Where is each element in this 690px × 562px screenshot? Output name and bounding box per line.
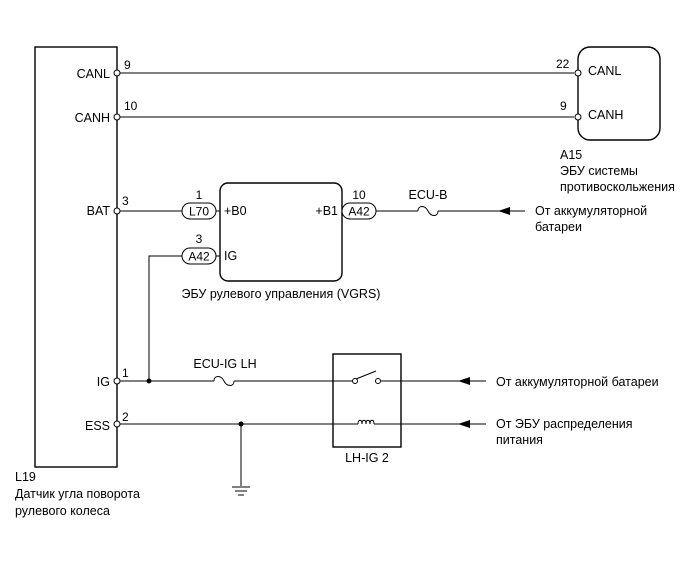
sensor-pin-canh-number: 10 <box>124 99 138 113</box>
skid-ecu-canh-terminal <box>574 113 582 121</box>
sensor-canh-terminal <box>113 113 121 121</box>
connector-l70-pin: 1 <box>196 188 203 202</box>
sensor-code: L19 <box>15 470 36 484</box>
skid-ecu-code: A15 <box>560 148 582 162</box>
sensor-bat-terminal <box>113 207 121 215</box>
battery-ig-arrow-icon <box>458 377 470 385</box>
ecu-b-fuse-label: ECU-B <box>409 188 448 202</box>
sensor-pin-ig-label: IG <box>97 375 110 389</box>
skid-control-ecu-box <box>577 46 661 141</box>
vgrs-ecu-name: ЭБУ рулевого управления (VGRS) <box>182 287 381 301</box>
relay-label: LH-IG 2 <box>345 451 389 465</box>
connector-a42-ig-label: A42 <box>188 250 210 264</box>
ecu-ig-lh-fuse-icon <box>213 376 235 386</box>
relay-contact-left <box>352 378 358 384</box>
skid-ecu-name-line2: противоскольжения <box>560 180 675 194</box>
sensor-pin-bat-number: 3 <box>122 194 129 208</box>
vgrs-pin-ig: IG <box>224 249 237 263</box>
skid-ecu-canl-terminal <box>574 69 582 77</box>
ig-junction <box>146 378 152 384</box>
battery-source-line2: батареи <box>535 220 582 234</box>
ess-source-line1: От ЭБУ распределения <box>496 417 633 431</box>
sensor-pin-canl-label: CANL <box>77 67 110 81</box>
sensor-pin-ig-number: 1 <box>122 366 129 380</box>
battery-arrow-icon <box>498 207 510 215</box>
ess-source-line2: питания <box>496 433 543 447</box>
sensor-pin-bat-label: BAT <box>87 204 111 218</box>
battery-ig-source: От аккумуляторной батареи <box>496 375 659 389</box>
sensor-name-line2: рулевого колеса <box>15 504 110 518</box>
sensor-pin-canl-number: 9 <box>124 58 131 72</box>
skid-ecu-pin-canh-label: CANH <box>588 108 623 122</box>
skid-ecu-pin-canh-number: 9 <box>560 99 567 113</box>
ecu-b-fuse-icon <box>417 206 439 216</box>
connector-a42-b1-pin: 10 <box>352 188 366 202</box>
skid-ecu-name-line1: ЭБУ системы <box>560 164 638 178</box>
sensor-pin-ess-label: ESS <box>85 419 110 433</box>
steering-angle-sensor-box <box>34 46 118 468</box>
relay-lh-ig2-box <box>332 353 402 448</box>
ess-arrow-icon <box>458 420 470 428</box>
vgrs-ecu-box <box>219 182 343 282</box>
sensor-pin-canh-label: CANH <box>75 111 110 125</box>
vgrs-pin-b0: +B0 <box>224 204 247 218</box>
vgrs-pin-b1: +B1 <box>315 204 338 218</box>
connector-a42-b1-label: A42 <box>348 205 370 219</box>
sensor-ess-terminal <box>113 420 121 428</box>
relay-coil-icon <box>357 419 375 425</box>
sensor-name-line1: Датчик угла поворота <box>15 487 140 501</box>
connector-l70-label: L70 <box>189 205 209 219</box>
skid-ecu-pin-canl-label: CANL <box>588 64 621 78</box>
battery-source-line1: От аккумуляторной <box>535 204 647 218</box>
relay-contact-right <box>375 378 381 384</box>
sensor-pin-ess-number: 2 <box>122 410 129 424</box>
sensor-canl-terminal <box>113 69 121 77</box>
relay-switch-icon <box>355 370 377 380</box>
connector-a42-ig-pin: 3 <box>196 232 203 246</box>
ecu-ig-lh-fuse-label: ECU-IG LH <box>193 357 256 371</box>
vgrs-ig-wire <box>148 255 182 381</box>
sensor-ig-terminal <box>113 377 121 385</box>
ground-icon <box>232 486 250 496</box>
skid-ecu-pin-canl-number: 22 <box>556 57 570 71</box>
